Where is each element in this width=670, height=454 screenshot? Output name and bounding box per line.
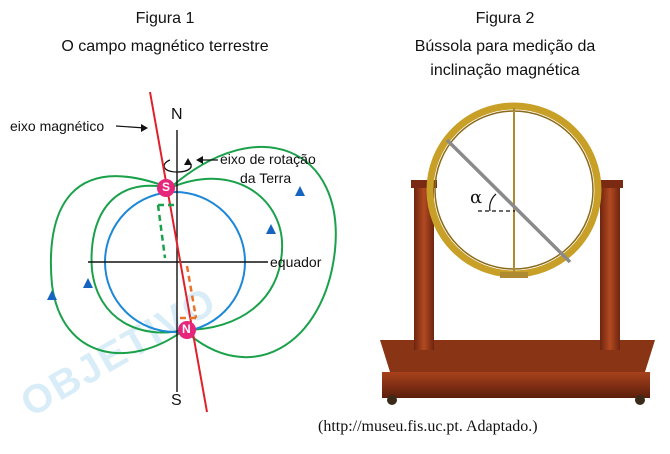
- compass-right-post: [600, 184, 620, 350]
- compass-base-front: [382, 372, 650, 398]
- compass-needle: [447, 140, 570, 262]
- angle-arc: [490, 194, 496, 211]
- angle-alpha-label: α: [470, 187, 482, 208]
- source-citation: (http://museu.fis.uc.pt. Adaptado.): [318, 418, 538, 436]
